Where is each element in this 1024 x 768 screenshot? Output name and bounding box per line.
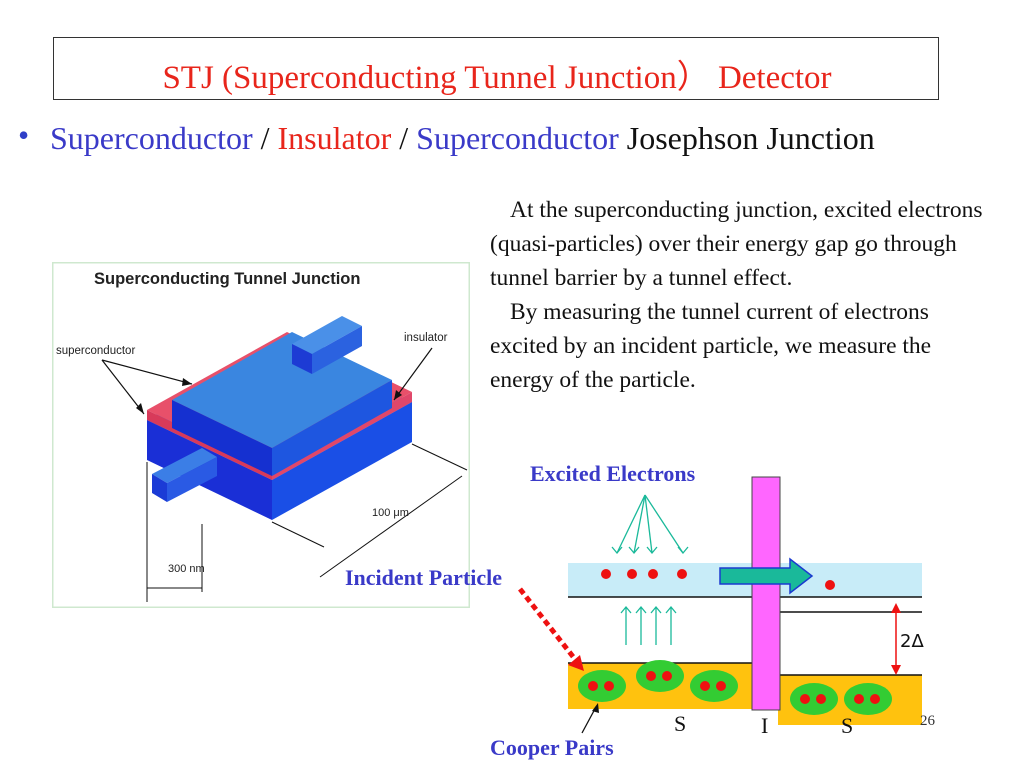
page-number: 26 <box>920 713 936 729</box>
explanation-paragraph: At the superconducting junction, excited… <box>490 193 990 397</box>
paragraph-2: By measuring the tunnel current of elect… <box>490 299 932 393</box>
bullet-text: Superconductor / Insulator / Superconduc… <box>18 117 1008 159</box>
excited-arrows <box>611 494 689 555</box>
energy-band-diagram: 2Δ Excited Electrons Incident Particle <box>345 461 936 760</box>
dim-width: 100 μm <box>372 507 409 519</box>
gap-label: 2Δ <box>900 631 924 652</box>
slide-title: STJ (Superconducting Tunnel Junction） De… <box>162 60 832 96</box>
label-excited-electrons: Excited Electrons <box>530 461 696 486</box>
stj-illustration: Superconducting Tunnel Junction supercon… <box>52 262 470 608</box>
bullet-insulator: Insulator <box>277 120 392 156</box>
title-box: STJ (Superconducting Tunnel Junction） De… <box>53 37 939 100</box>
bullet-dot: • <box>18 117 30 153</box>
label-superconductor: superconductor <box>56 345 135 357</box>
cooper-pairs-left <box>578 660 738 702</box>
label-insulator: insulator <box>404 332 448 344</box>
bullet-sep-1: / <box>252 120 278 156</box>
label-cooper-pairs: Cooper Pairs <box>490 735 614 760</box>
label-i: I <box>761 713 768 738</box>
bullet-superconductor-2: Superconductor <box>416 120 619 156</box>
bullet-sep-2: / <box>391 120 417 156</box>
upward-arrows <box>620 605 677 645</box>
label-s-right: S <box>841 713 853 738</box>
paragraph-1: At the superconducting junction, excited… <box>490 197 983 291</box>
cooper-pairs-right <box>790 683 892 715</box>
excited-electron-dots <box>601 569 835 590</box>
label-s-left: S <box>674 711 686 736</box>
tunnel-arrow <box>719 557 814 595</box>
bullet-tail: Josephson Junction <box>618 120 875 156</box>
bullet-superconductor-1: Superconductor <box>50 120 253 156</box>
incident-arrow <box>518 587 580 665</box>
figure-title: Superconducting Tunnel Junction <box>94 270 360 288</box>
dim-thickness: 300 nm <box>168 563 205 575</box>
label-incident-particle: Incident Particle <box>345 565 502 590</box>
